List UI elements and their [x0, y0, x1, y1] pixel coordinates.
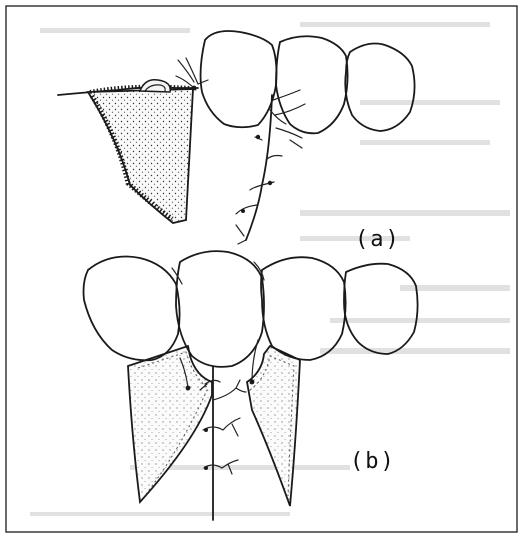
- tooth-a-2: [276, 36, 348, 133]
- tooth-a-3: [345, 44, 414, 131]
- label-b: (b): [350, 449, 396, 474]
- panel-b: (b): [84, 251, 418, 520]
- suture-vertical-a: [246, 95, 272, 240]
- tooth-b-4: [344, 264, 418, 354]
- tooth-b-1: [84, 257, 180, 361]
- stippled-flap-right-b: [247, 346, 300, 506]
- tooth-b-3: [261, 257, 346, 360]
- figure-frame: [6, 6, 517, 532]
- stippled-flap-a: [88, 89, 193, 223]
- tooth-a-1: [201, 31, 277, 127]
- stippled-flap-left-b: [128, 346, 212, 502]
- label-a: (a): [355, 227, 401, 252]
